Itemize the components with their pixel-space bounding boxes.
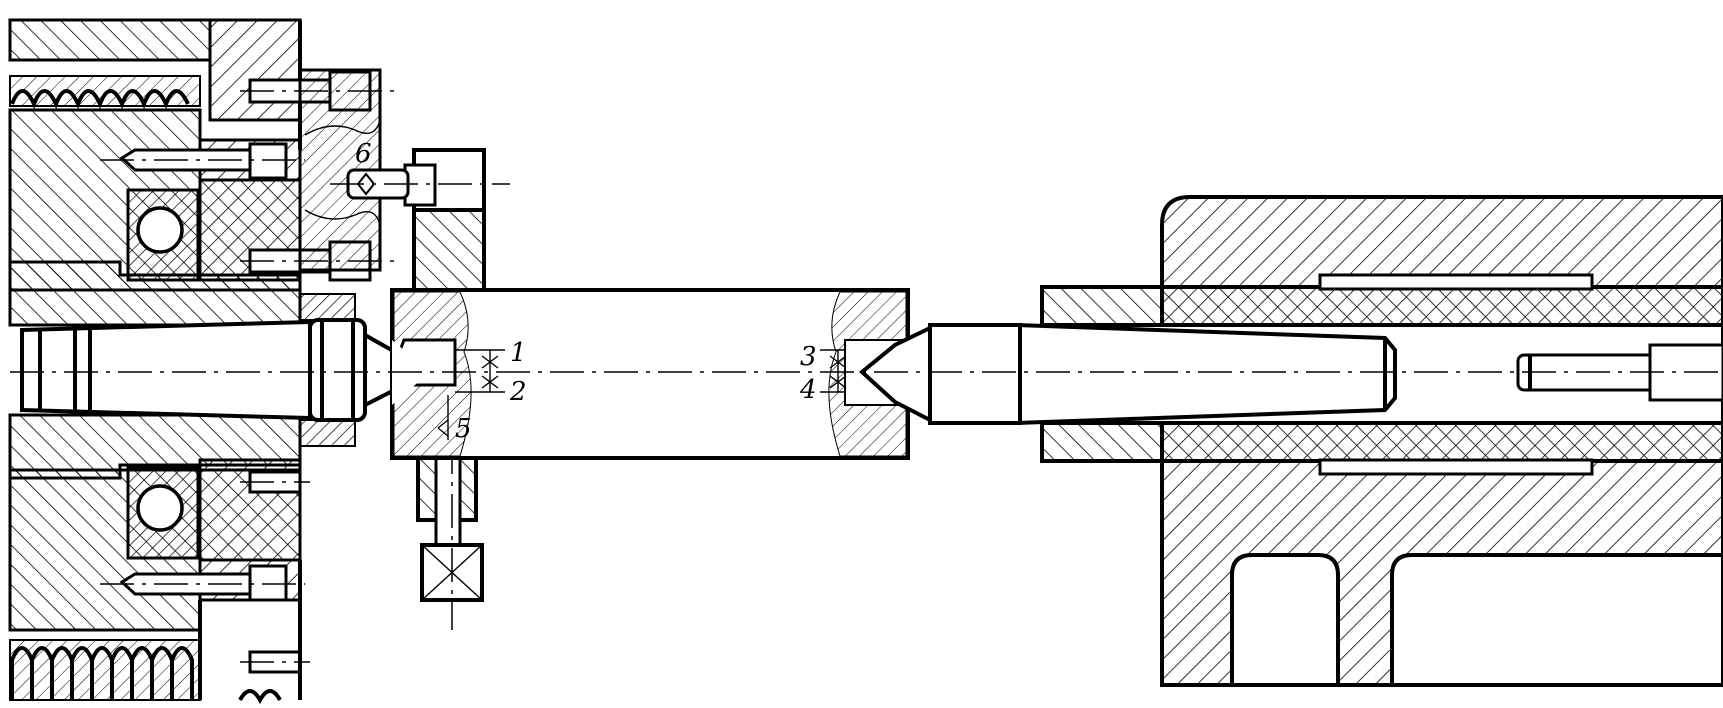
angle-mark-5 xyxy=(437,395,449,440)
label-1: 1 xyxy=(510,338,527,368)
tailstock-assembly xyxy=(858,195,1723,687)
center-nut xyxy=(308,318,367,422)
workpiece xyxy=(390,288,910,460)
spindle-wall-upper xyxy=(8,260,302,327)
driver-dog xyxy=(330,148,510,630)
ball-upper xyxy=(136,206,184,254)
spindle-shaft xyxy=(20,319,312,421)
headstock-top-housing xyxy=(8,18,212,62)
gear-teeth-bottom xyxy=(9,639,201,701)
bolt-upper-2 xyxy=(100,142,305,180)
dimension-left xyxy=(455,349,505,393)
dead-center-tip xyxy=(858,324,932,424)
bolt-lower-2 xyxy=(100,564,305,602)
dog-screw xyxy=(434,453,462,547)
dead-center-shank xyxy=(928,323,1022,425)
dog-pin-6 xyxy=(330,168,510,200)
bolt-lower-1 xyxy=(240,470,310,494)
headstock-assembly xyxy=(8,18,435,705)
label-2: 2 xyxy=(509,377,527,407)
label-5: 5 xyxy=(455,414,472,444)
gear-teeth-top xyxy=(9,75,201,110)
label-4: 4 xyxy=(799,375,817,405)
dead-center-taper xyxy=(1013,322,1397,426)
ball-lower xyxy=(136,484,184,532)
label-3: 3 xyxy=(800,342,817,372)
headstock-top-flange xyxy=(208,18,302,122)
label-6: 6 xyxy=(355,139,372,169)
dimension-right xyxy=(820,349,847,393)
